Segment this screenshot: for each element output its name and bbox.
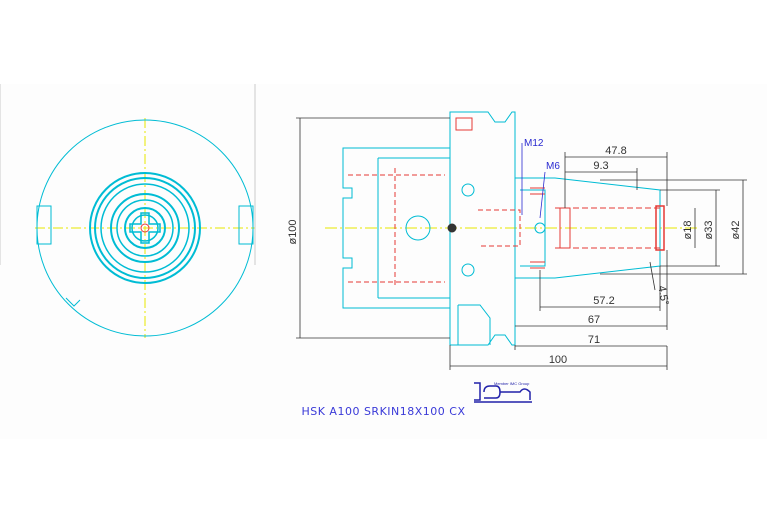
dimensions <box>296 117 747 370</box>
flange-hole-top <box>461 183 475 197</box>
end-view-notch-right <box>238 205 254 245</box>
dim-d18-text: ø18 <box>682 221 694 240</box>
end-view-ring-3 <box>100 183 190 273</box>
coolant-bore-hidden <box>478 209 521 247</box>
dim-57_2-text: 57.2 <box>593 295 614 307</box>
end-view-center-hole <box>140 223 150 233</box>
dim-d100-text: ø100 <box>287 219 299 244</box>
m6-screw <box>534 222 546 234</box>
dim-100-text: 100 <box>549 354 567 366</box>
end-view-key <box>65 297 81 307</box>
end-view-ring-7 <box>131 214 159 242</box>
dim-71-text: 71 <box>588 334 600 346</box>
dim-angle-text: 4.5° <box>655 285 670 306</box>
end-view-cross-slot <box>129 212 161 244</box>
side-view <box>325 111 700 346</box>
flange-key-slot <box>455 117 473 131</box>
hsk-shank-hidden <box>348 168 445 288</box>
dim-d33-text: ø33 <box>703 221 715 240</box>
dim-angle-leader <box>649 261 656 291</box>
center-point <box>447 223 457 233</box>
dim-47_8-text: 47.8 <box>605 145 626 157</box>
end-view-notch-left <box>36 205 52 245</box>
logo-mark <box>474 382 531 401</box>
dim-67-text: 67 <box>588 314 600 326</box>
end-view-ring-6 <box>124 207 166 249</box>
bore-end <box>655 205 665 251</box>
end-view <box>0 84 256 338</box>
dim-9_3-text: 9.3 <box>593 160 608 172</box>
dim-d42-text: ø42 <box>730 221 742 240</box>
iscar-logo <box>474 382 532 403</box>
label-m6: M6 <box>546 161 560 172</box>
flange-lower-detail <box>457 304 491 345</box>
thread-lines <box>530 187 545 269</box>
end-view-ring-2 <box>94 177 196 279</box>
m6-leader <box>539 171 546 219</box>
hsk-shank-hole <box>405 215 431 241</box>
end-view-ring-4 <box>110 193 180 263</box>
end-view-ring-5 <box>116 199 174 257</box>
label-m12: M12 <box>524 138 544 149</box>
hsk-shank-inner <box>377 157 450 299</box>
logo-small-text: Member IMC Group <box>494 381 530 386</box>
drawing-caption: HSK A100 SRKIN18X100 CX <box>301 405 466 418</box>
flange-hole-bottom <box>461 263 475 277</box>
drawing-sheet <box>0 84 767 439</box>
end-view-ring-1 <box>89 172 201 284</box>
